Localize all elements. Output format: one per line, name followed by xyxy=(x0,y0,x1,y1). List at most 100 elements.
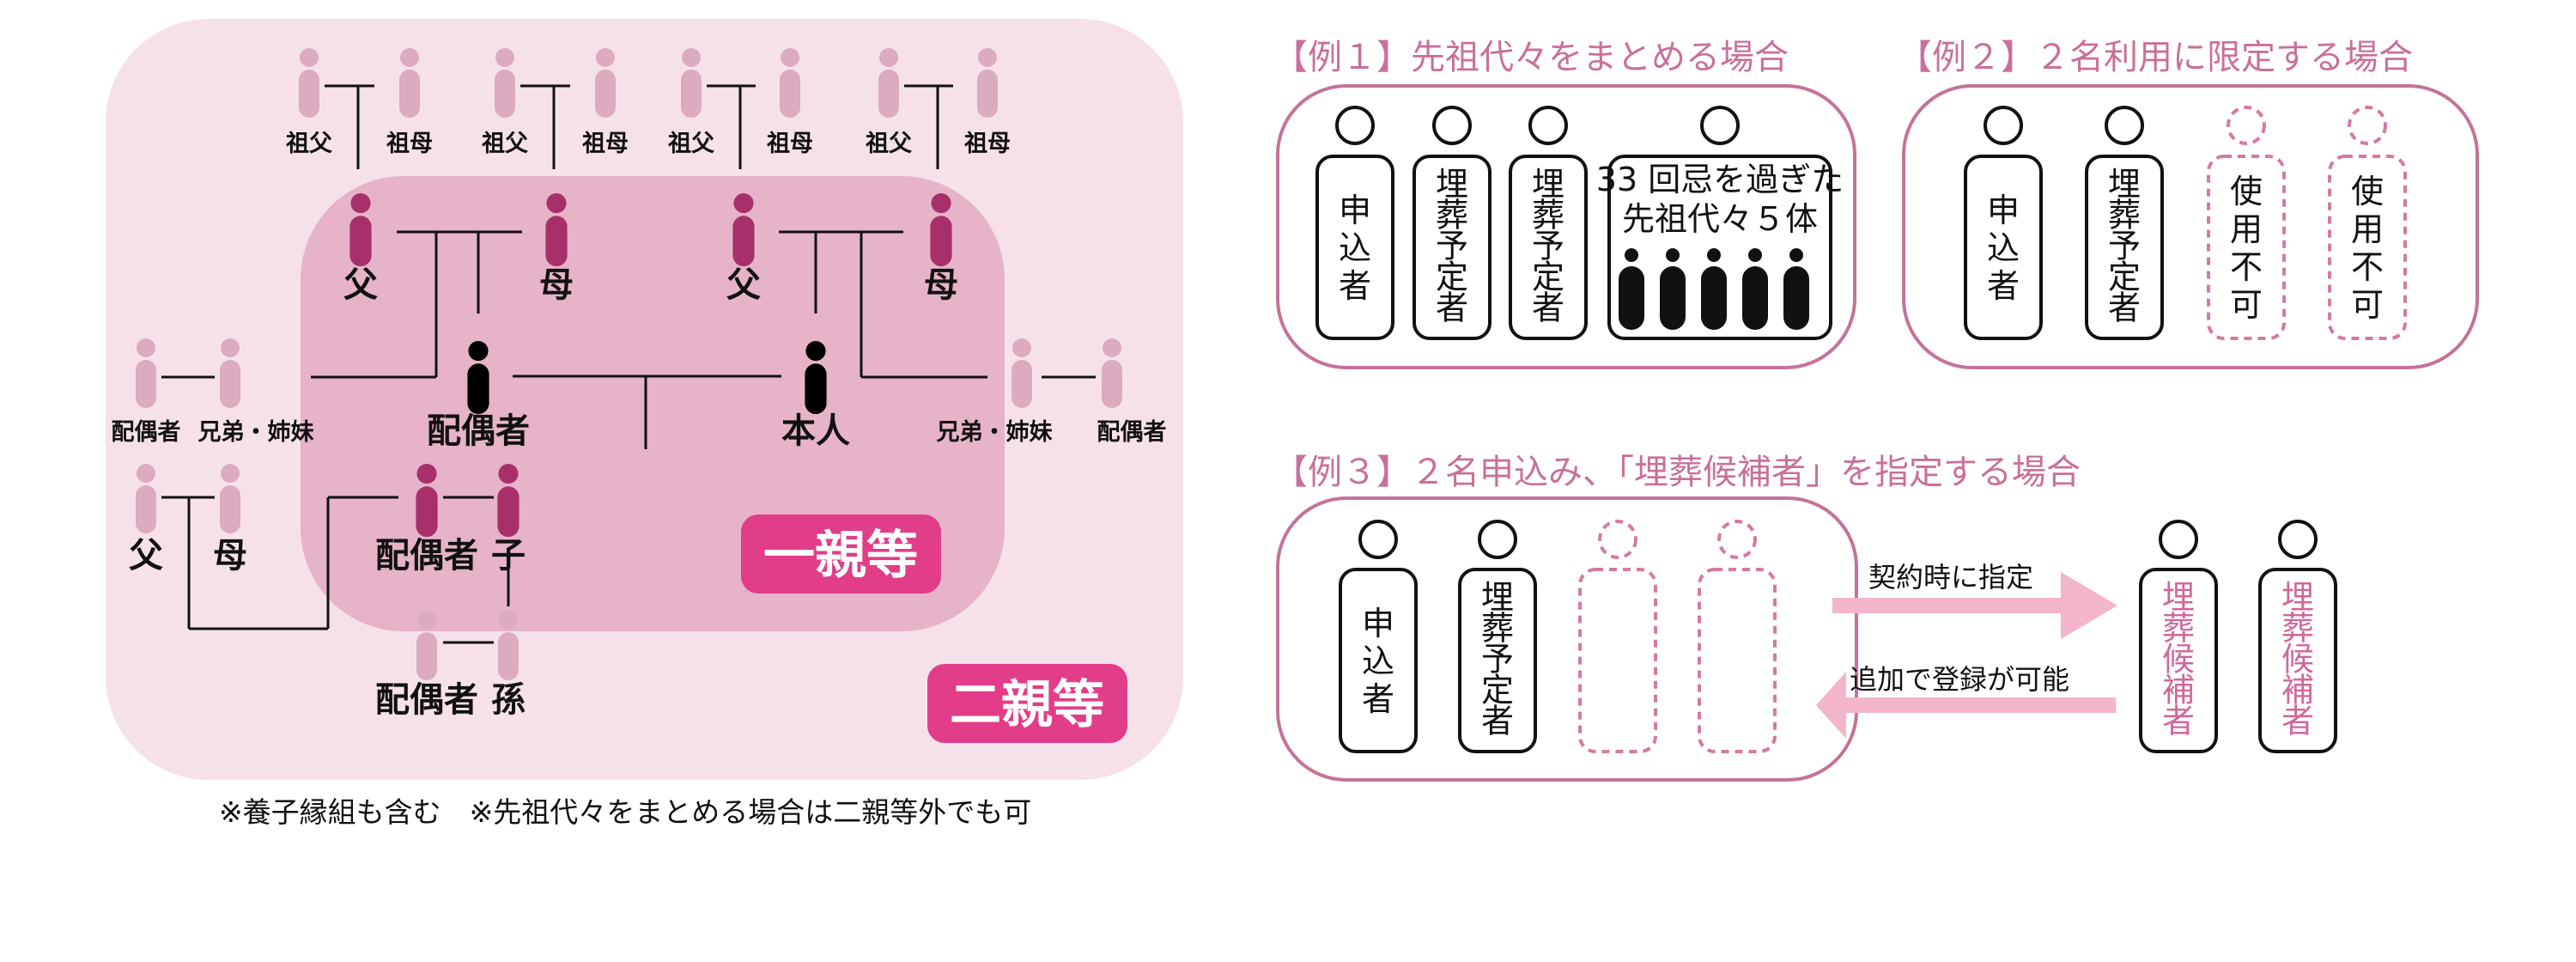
tag-head-icon xyxy=(1984,106,2023,145)
child-spouse-father-label: 父 xyxy=(129,536,163,575)
grandparent-5-figure-icon xyxy=(780,48,800,118)
grandchild-label: 孫 xyxy=(491,680,526,720)
grandparent-0-figure-icon xyxy=(299,48,319,118)
tag-label: 申込者 xyxy=(1339,192,1371,305)
tag-body xyxy=(1509,155,1588,340)
example3-tag: 埋葬予定者 xyxy=(1458,520,1537,753)
example3-title: 【例３】２名申込み、「埋葬候補者」を指定する場合 xyxy=(1273,453,2081,492)
tag-head-icon xyxy=(1358,520,1398,559)
example3-tag xyxy=(1578,520,1657,753)
ancestor-figure-icon xyxy=(1701,248,1727,330)
self-father-figure-icon xyxy=(732,193,755,267)
tag-head-icon xyxy=(2227,106,2266,145)
tag-body xyxy=(1578,568,1657,753)
child-spouse-father-figure-icon xyxy=(136,464,156,533)
tag-head-icon xyxy=(2348,106,2387,145)
grandparent-6-figure-icon xyxy=(878,48,899,118)
first-degree-badge: 一親等 xyxy=(741,514,941,594)
tag-label: 埋葬予定者 xyxy=(1481,579,1514,740)
burial-candidate-tag: 埋葬候補者 xyxy=(2139,520,2218,753)
example2-tag: 使用不可 xyxy=(2207,106,2286,340)
example2-tag: 使用不可 xyxy=(2328,106,2407,340)
tag-label: 埋葬予定者 xyxy=(1436,166,1468,327)
spouse-father-label: 父 xyxy=(343,265,378,305)
tag-head-icon xyxy=(1700,106,1740,145)
example2-tag: 申込者 xyxy=(1964,106,2043,340)
example2-title: 【例２】２名利用に限定する場合 xyxy=(1898,38,2413,77)
burial-candidate-tag: 埋葬候補者 xyxy=(2258,520,2337,753)
spouse-label: 配偶者 xyxy=(427,411,530,451)
tag-body xyxy=(2085,155,2164,340)
grandparent-label: 祖母 xyxy=(767,131,813,157)
grandparent-label: 祖父 xyxy=(482,131,529,157)
tag-label: 埋葬候補者 xyxy=(2281,579,2314,740)
child-spouse-mother-figure-icon xyxy=(220,464,240,533)
tag-body xyxy=(1339,568,1418,753)
ancestor-figure-icon xyxy=(1742,248,1768,330)
example3-tag: 申込者 xyxy=(1339,520,1418,753)
ancestors-line1: 33 回忌を過ぎた xyxy=(1596,161,1844,198)
tag-body xyxy=(2207,155,2286,340)
tag-head-icon xyxy=(1432,106,1472,145)
child-label: 子 xyxy=(491,536,526,575)
tag-body xyxy=(1458,568,1537,753)
grandparent-label: 祖母 xyxy=(582,131,629,157)
ancestor-figure-icon xyxy=(1660,248,1686,330)
tag-body xyxy=(1413,155,1492,340)
grandparent-4-figure-icon xyxy=(681,48,702,118)
left-sibling-figure-icon xyxy=(220,338,240,408)
tag-head-icon xyxy=(2105,106,2144,145)
spouse-father-figure-icon xyxy=(349,193,372,267)
tag-label: 埋葬候補者 xyxy=(2162,579,2195,740)
spouse-figure-icon xyxy=(467,341,489,415)
right-sibling-label: 兄弟・姉妹 xyxy=(936,419,1053,446)
tag-body xyxy=(2139,568,2218,753)
self-figure-icon xyxy=(805,341,827,415)
grandparent-label: 祖父 xyxy=(866,131,913,157)
tag-head-icon xyxy=(1717,520,1757,559)
left-sibling-label: 兄弟・姉妹 xyxy=(197,419,314,446)
grandparent-1-figure-icon xyxy=(399,48,420,118)
grandparent-label: 祖母 xyxy=(964,131,1011,157)
tag-body xyxy=(1698,568,1777,753)
tag-head-icon xyxy=(1598,520,1637,559)
ancestors-line2: 先祖代々５体 xyxy=(1622,200,1818,238)
grandchild-figure-icon xyxy=(498,611,519,680)
tag-label: 申込者 xyxy=(1987,192,2020,305)
grandparent-label: 祖父 xyxy=(286,131,333,157)
tag-label: 使用不可 xyxy=(2351,173,2384,324)
second-degree-badge-label: 二親等 xyxy=(950,675,1104,735)
self-mother-figure-icon xyxy=(930,193,952,267)
arrow-add-label: 追加で登録が可能 xyxy=(1850,663,2069,696)
tag-head-icon xyxy=(1528,106,1568,145)
tag-head-icon xyxy=(1478,520,1517,559)
tag-body xyxy=(1964,155,2043,340)
right-sibling-figure-icon xyxy=(1012,338,1032,408)
child-spouse-figure-icon xyxy=(416,464,438,538)
example1-title: 【例１】先祖代々をまとめる場合 xyxy=(1273,38,1789,77)
example2-tag: 埋葬予定者 xyxy=(2085,106,2164,340)
right-sibling-spouse-figure-icon xyxy=(1102,338,1122,408)
grandparent-2-figure-icon xyxy=(495,48,515,118)
tag-label: 埋葬予定者 xyxy=(2108,166,2141,327)
example3-tag xyxy=(1698,520,1777,753)
spouse-mother-label: 母 xyxy=(539,265,574,305)
grandparent-label: 祖母 xyxy=(386,131,433,157)
example1-tag: 埋葬予定者 xyxy=(1509,106,1588,340)
arrow-add-later: 追加で登録が可能 xyxy=(1816,663,2116,739)
arrow-assign-label: 契約時に指定 xyxy=(1868,561,2033,594)
child-spouse-mother-label: 母 xyxy=(213,536,247,575)
tag-head-icon xyxy=(2278,520,2318,559)
child-spouse-label: 配偶者 xyxy=(375,536,478,575)
grandparent-label: 祖父 xyxy=(668,131,715,157)
spouse-mother-figure-icon xyxy=(545,193,568,267)
self-mother-label: 母 xyxy=(924,265,958,305)
grandparent-7-figure-icon xyxy=(977,48,998,118)
tag-head-icon xyxy=(2159,520,2198,559)
tag-body xyxy=(2328,155,2407,340)
left-sibling-spouse-figure-icon xyxy=(136,338,156,408)
child-figure-icon xyxy=(497,464,519,538)
grandchild-spouse-figure-icon xyxy=(416,611,437,680)
